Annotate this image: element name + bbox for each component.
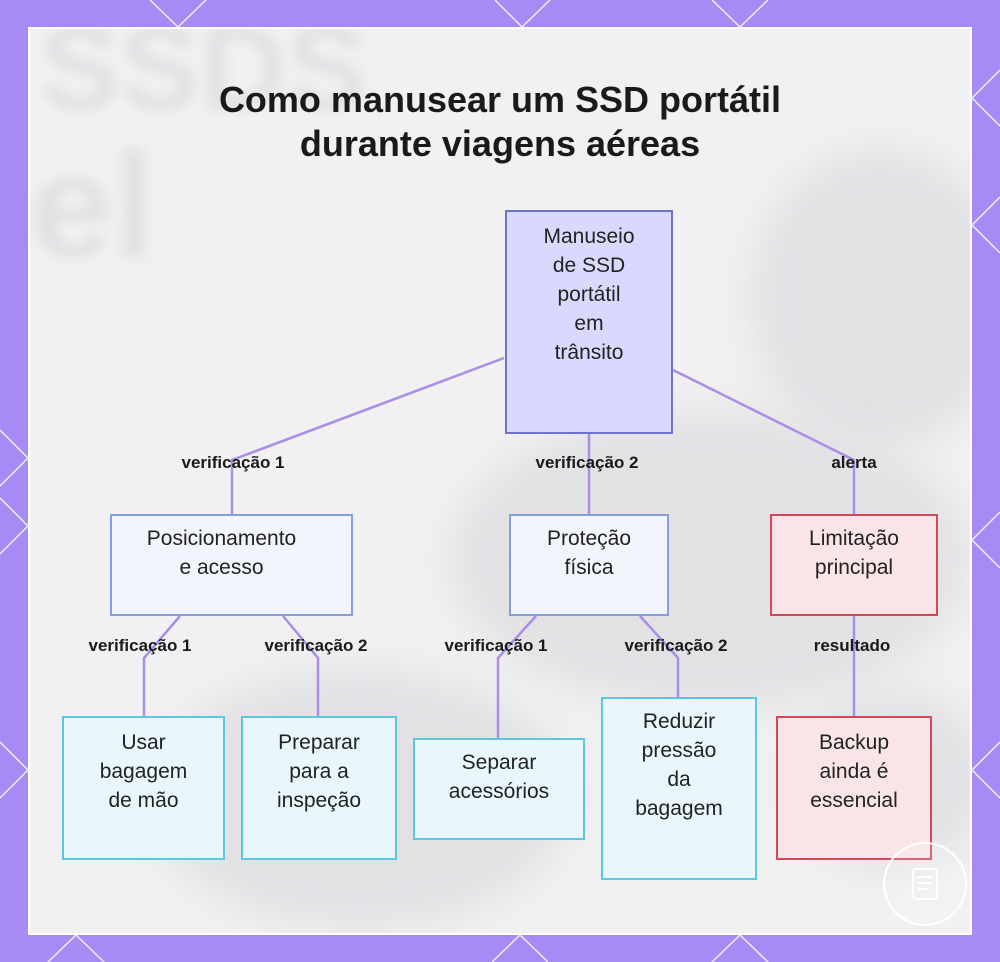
node-text: inspeção — [276, 789, 362, 812]
node-inspection: Preparar para a inspeção — [241, 716, 397, 860]
node-text: Preparar — [278, 731, 360, 754]
node-text: Backup — [818, 731, 890, 754]
node-text: portátil — [557, 283, 621, 306]
edge-label: verificação 1 — [181, 453, 285, 472]
node-text: bagagem — [99, 760, 188, 783]
node-text: ainda é — [819, 760, 889, 783]
node-text: bagagem — [635, 797, 723, 820]
node-text: Proteção — [546, 527, 632, 550]
notebook-icon — [883, 842, 967, 926]
edge-label: verificação 1 — [88, 636, 192, 655]
title-line: durante viagens aéreas — [299, 123, 701, 164]
connector-protection-accessories — [496, 615, 537, 738]
node-text: acessórios — [448, 780, 550, 803]
node-limitation: Limitação principal — [770, 514, 938, 616]
node-text: Manuseio — [543, 225, 635, 248]
node-pressure: Reduzir pressão da bagagem — [601, 697, 757, 880]
edge-label: resultado — [813, 636, 891, 655]
node-text: Posicionamento — [146, 527, 297, 550]
background-blur: SSDS — [40, 27, 367, 135]
background-blur — [750, 149, 970, 449]
node-text: principal — [814, 556, 894, 579]
background-blur: el — [30, 121, 156, 289]
node-hand-luggage: Usar bagagem de mão — [62, 716, 225, 860]
edge-label: verificação 1 — [444, 636, 548, 655]
edge-label: alerta — [831, 453, 877, 472]
connector-protection-pressure — [639, 615, 680, 697]
connector-root-positioning — [230, 356, 505, 514]
node-text: física — [564, 556, 614, 579]
node-text: e acesso — [179, 556, 264, 579]
node-text: da — [667, 768, 691, 791]
title-line: Como manusear um SSD portátil — [218, 79, 782, 120]
edge-label: verificação 2 — [535, 453, 639, 472]
node-positioning: Posicionamento e acesso — [110, 514, 353, 616]
page-title: Como manusear um SSD portátil durante vi… — [0, 78, 1000, 166]
node-text: Separar — [461, 751, 537, 774]
node-ssd-handling: Manuseio de SSD portátil em trânsito — [505, 210, 673, 434]
node-text: para a — [289, 760, 349, 783]
node-text: Limitação — [809, 527, 899, 550]
node-text: em — [574, 312, 604, 335]
connector-positioning-inspection — [282, 615, 320, 716]
node-text: Usar — [121, 731, 166, 754]
node-text: essencial — [810, 789, 898, 812]
node-accessories: Separar acessórios — [413, 738, 585, 840]
node-text: Reduzir — [642, 710, 716, 733]
connector-positioning-hand — [142, 615, 181, 716]
node-text: de SSD — [552, 254, 626, 277]
connector-root-limitation — [672, 368, 856, 514]
node-protection: Proteção física — [509, 514, 669, 616]
node-text: de mão — [108, 789, 179, 812]
edge-label: verificação 2 — [264, 636, 368, 655]
edge-label: verificação 2 — [624, 636, 728, 655]
node-text: pressão — [641, 739, 717, 762]
node-text: trânsito — [554, 341, 624, 364]
node-backup: Backup ainda é essencial — [776, 716, 932, 860]
